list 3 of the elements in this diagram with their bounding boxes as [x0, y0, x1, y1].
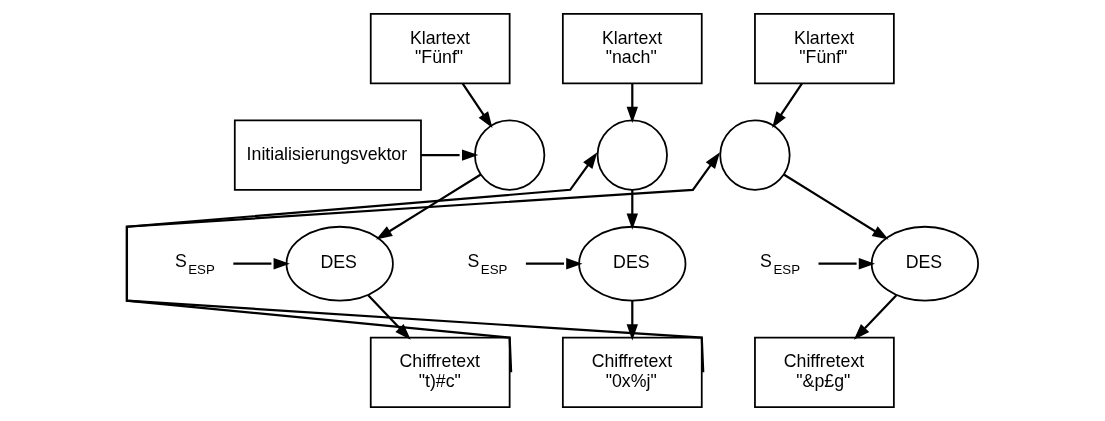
node-text: S$_{ESP}$: [467, 250, 508, 278]
node-text: S$_{ESP}$: [174, 250, 215, 278]
node-text: S$_{ESP}$: [760, 250, 800, 278]
